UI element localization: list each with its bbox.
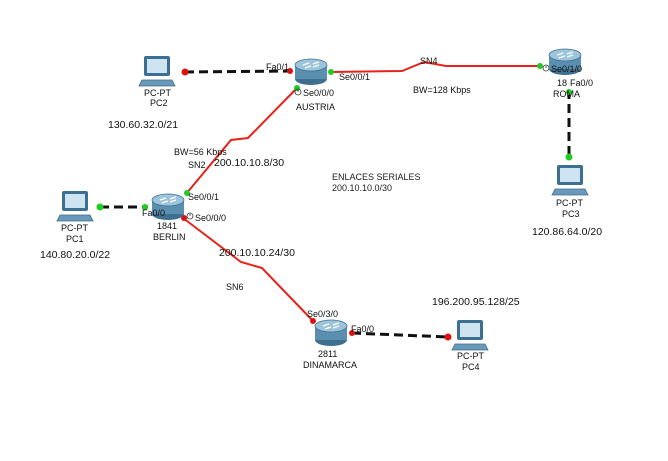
berlin-name: BERLIN: [153, 232, 186, 242]
iface-dinamarca-fa00: Fa0/0: [351, 324, 375, 334]
iface-austria-fa01: Fa0/1: [266, 62, 290, 72]
link-sn2-bandwidth: BW=56 Kbps: [174, 147, 227, 157]
iface-austria-se000: Se0/0/0: [303, 88, 335, 98]
link-dinamarca-pc4[interactable]: [351, 331, 449, 339]
iface-berlin-se000: Se0/0/0: [195, 213, 227, 223]
dinamarca-name: DINAMARCA: [303, 360, 358, 370]
pc4-name: PC4: [462, 362, 480, 372]
note-network: 200.10.10.0/30: [332, 183, 393, 193]
status-light-pc4: [444, 333, 452, 341]
serial-links-note: ENLACES SERIALES 200.10.10.0/30: [332, 172, 421, 194]
austria-name: AUSTRIA: [296, 102, 336, 112]
network-pc3: 120.86.64.0/20: [532, 226, 603, 238]
pc1-type: PC-PT: [61, 223, 88, 233]
pc-pc2[interactable]: [138, 56, 176, 87]
status-light-austria-se001: [328, 69, 334, 75]
iface-roma-se010: Se0/1/0: [551, 64, 583, 74]
link-sn4-label: SN4: [420, 56, 438, 66]
status-light-austria-se000: [294, 85, 300, 91]
pc3-type: PC-PT: [556, 198, 583, 208]
status-light-pc1: [96, 203, 104, 211]
pc2-name: PC2: [150, 98, 168, 108]
status-light-berlin-se001: [184, 190, 190, 196]
iface-dinamarca-se030: Se0/3/0: [307, 309, 339, 319]
pc3-name: PC3: [562, 209, 580, 219]
status-light-pc2: [181, 68, 189, 76]
clock-icon: [294, 88, 302, 96]
link-sn4[interactable]: [330, 60, 540, 73]
link-pc2-austria[interactable]: [184, 69, 291, 74]
link-sn2-network: 200.10.10.8/30: [214, 157, 285, 169]
router-berlin[interactable]: [151, 193, 185, 220]
router-dinamarca[interactable]: [314, 319, 348, 346]
network-pc4: 196.200.95.128/25: [432, 296, 520, 308]
link-sn2[interactable]: [185, 86, 299, 195]
clock-icon: [186, 212, 194, 220]
dinamarca-model: 2811: [318, 349, 338, 359]
iface-berlin-se001: Se0/0/1: [188, 192, 220, 202]
iface-austria-se001: Se0/0/1: [339, 72, 371, 82]
status-light-roma-se010: [537, 63, 543, 69]
pc2-type: PC-PT: [144, 88, 171, 98]
note-title: ENLACES SERIALES: [332, 172, 421, 182]
pc-pc3[interactable]: [551, 165, 589, 196]
link-sn6[interactable]: [182, 217, 315, 323]
pc-pc1[interactable]: [56, 191, 94, 222]
status-light-austria-fa01: [287, 68, 293, 74]
pc4-type: PC-PT: [457, 351, 484, 361]
network-pc1: 140.80.20.0/22: [40, 249, 111, 261]
status-light-roma-fa00: [566, 89, 572, 95]
status-light-dinamarca-fa00: [349, 330, 355, 336]
status-light-pc3: [565, 153, 573, 161]
clock-icon: [542, 64, 550, 72]
iface-berlin-fa00: Fa0/0: [142, 208, 166, 218]
roma-name: ROMA: [553, 89, 580, 99]
pc-pc4[interactable]: [451, 320, 489, 351]
link-sn2-label: SN2: [188, 160, 206, 170]
link-sn6-label: SN6: [226, 282, 244, 292]
network-pc2: 130.60.32.0/21: [108, 119, 179, 131]
status-light-berlin-fa00: [142, 204, 148, 210]
link-sn4-bandwidth: BW=128 Kbps: [413, 85, 471, 95]
router-roma[interactable]: [548, 48, 582, 75]
pc1-name: PC1: [66, 234, 84, 244]
iface-roma-fa00: Fa0/0: [570, 78, 594, 88]
router-austria[interactable]: [294, 58, 328, 85]
berlin-model: 1841: [157, 221, 178, 231]
status-light-dinamarca-se030: [310, 318, 316, 324]
link-sn6-network: 200.10.10.24/30: [219, 247, 295, 259]
roma-model: 18: [557, 78, 568, 88]
